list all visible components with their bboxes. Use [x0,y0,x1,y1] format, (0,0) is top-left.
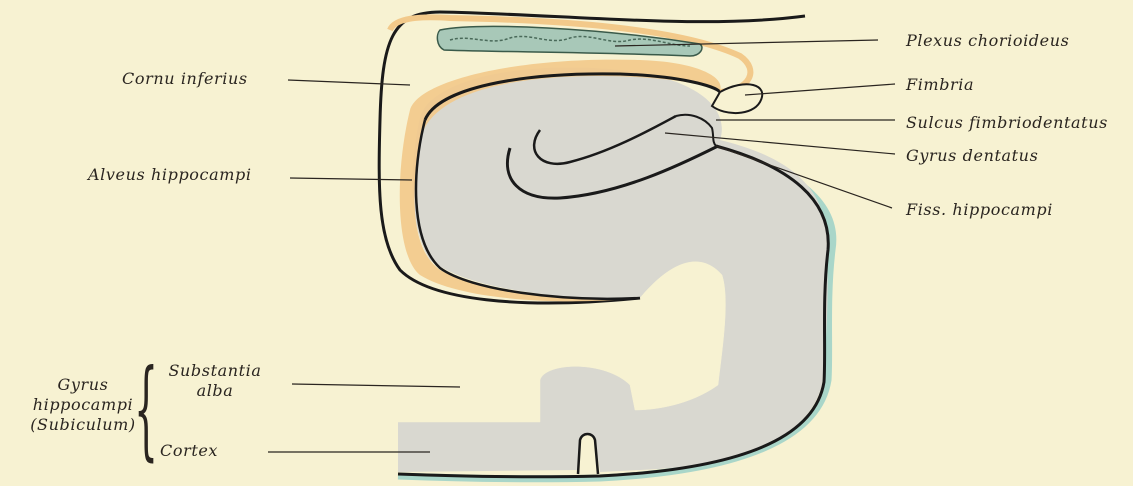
label-gyrus-hippocampi-line1: Gyrus [28,376,138,394]
leader-alveus [290,178,412,180]
label-substantia-alba-line1: Substantia [160,362,270,380]
label-substantia-alba-line2: alba [160,382,270,400]
label-gyrus-hippocampi-line2: hippocampi [28,396,138,414]
label-sulcus-fimbriodentatus: Sulcus fimbriodentatus [906,114,1108,132]
leader-substantia [292,384,460,387]
label-fimbria: Fimbria [906,76,974,94]
brace-symbol: { [134,356,158,464]
label-cornu-inferius: Cornu inferius [122,70,248,88]
gray-matter [398,67,828,472]
label-cortex: Cortex [160,442,218,460]
sulcus-notch [578,434,598,474]
label-fiss-hippocampi: Fiss. hippocampi [906,201,1053,219]
leader-fimbria [745,84,895,95]
label-plexus-chorioideus: Plexus chorioideus [906,32,1069,50]
plexus-shape [437,26,702,56]
label-alveus-hippocampi: Alveus hippocampi [88,166,252,184]
label-gyrus-hippocampi-line3: (Subiculum) [28,416,138,434]
label-gyrus-dentatus: Gyrus dentatus [906,147,1038,165]
leader-cornu [288,80,410,85]
